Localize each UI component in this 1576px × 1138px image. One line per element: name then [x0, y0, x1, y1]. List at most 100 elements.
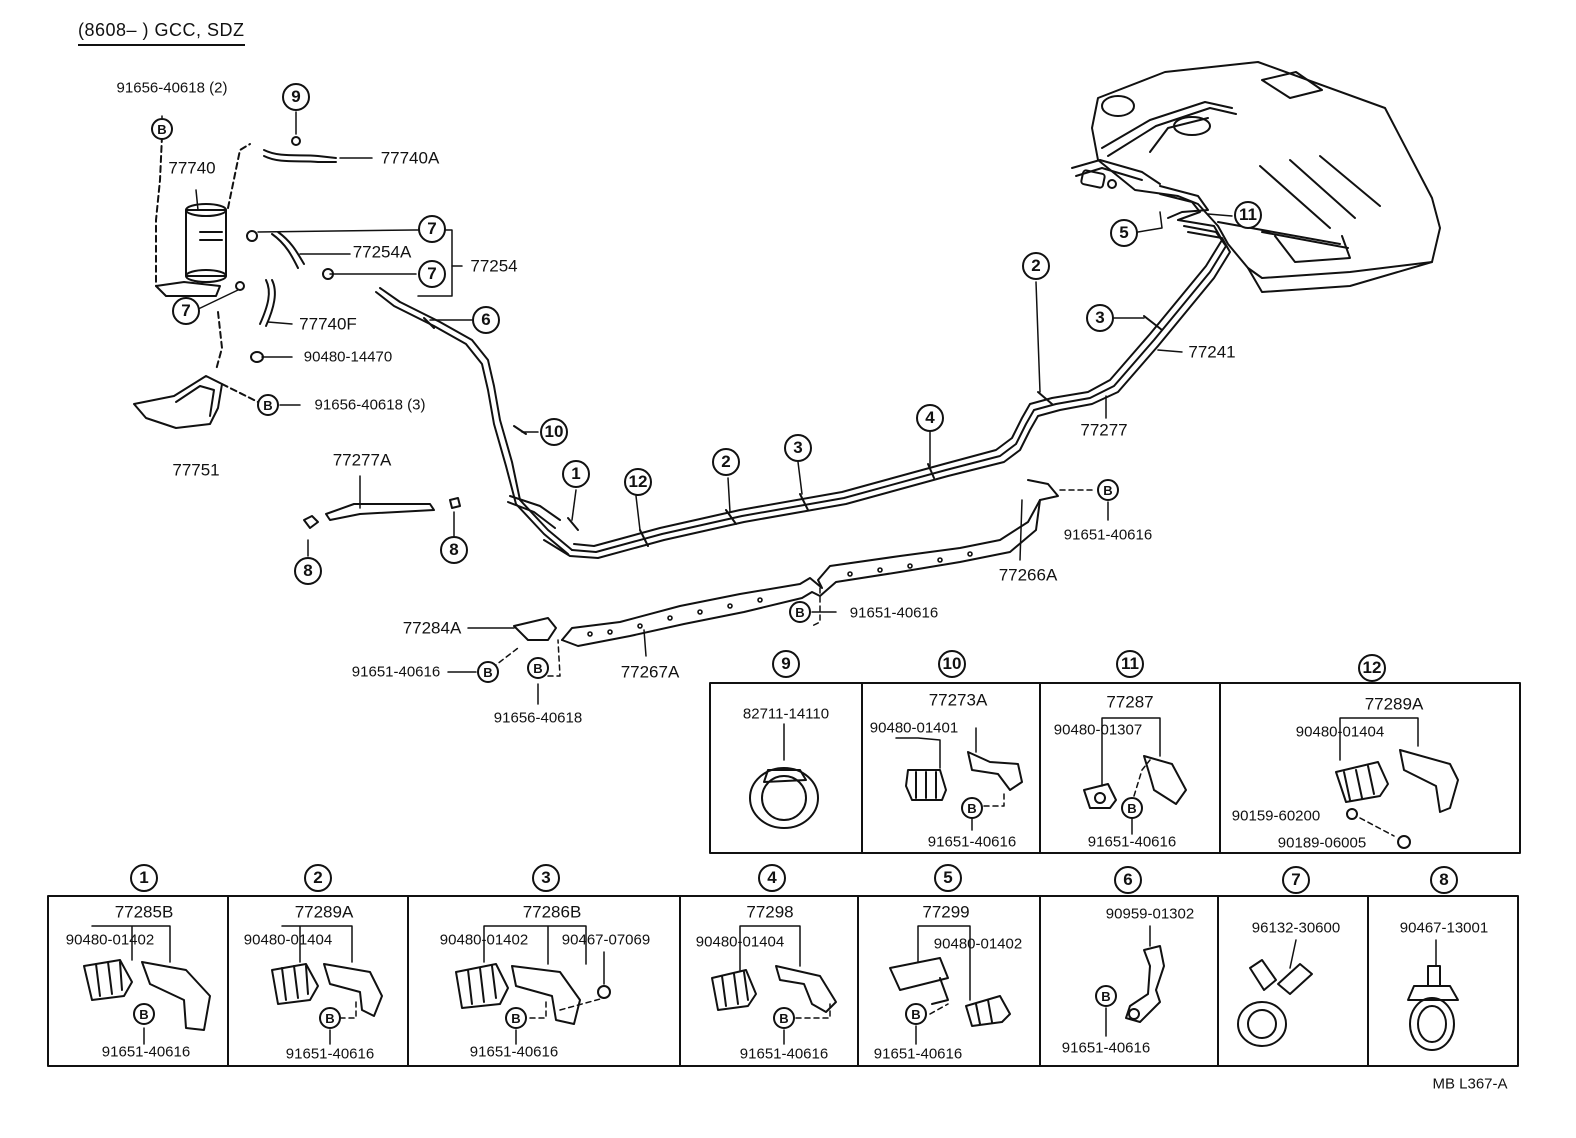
panel-callout-4: 4	[758, 864, 786, 892]
diagram-header: (8608– ) GCC, SDZ	[78, 20, 245, 46]
bolt-symbol: B	[1095, 985, 1117, 1007]
panel8-part: 90467-13001	[1399, 919, 1489, 937]
panel11-part: 90480-01307	[1053, 721, 1143, 739]
panel5-assy: 77299	[922, 902, 970, 922]
callout-7: 7	[418, 260, 446, 288]
callout-12: 12	[624, 468, 652, 496]
fuel-filter-assembly	[133, 135, 337, 429]
part-label: 77277	[1080, 420, 1128, 440]
callout-2: 2	[712, 448, 740, 476]
panel3-part: 90467-07069	[561, 931, 651, 949]
panel3-assy: 77286B	[522, 902, 582, 922]
part-label: 77277A	[332, 450, 392, 470]
panel7-part: 96132-30600	[1251, 919, 1341, 937]
bolt-symbol: B	[789, 601, 811, 623]
panel-callout-8: 8	[1430, 866, 1458, 894]
callout-7: 7	[418, 215, 446, 243]
panel12-part: 90480-01404	[1295, 723, 1385, 741]
callout-9: 9	[282, 83, 310, 111]
bracket-rails	[513, 479, 1059, 647]
part-label: 77254A	[352, 242, 412, 262]
part-label: 91651-40616	[1063, 526, 1153, 544]
panel1-part: 90480-01402	[65, 931, 155, 949]
panel6-clip-drawing	[1105, 925, 1165, 1037]
bolt-symbol: B	[773, 1007, 795, 1029]
panel-callout-11: 11	[1116, 650, 1144, 678]
part-label: 77751	[172, 460, 220, 480]
part-label: 77740A	[380, 148, 440, 168]
panel-callout-3: 3	[532, 864, 560, 892]
callout-1: 1	[562, 460, 590, 488]
part-label: 90480-14470	[303, 348, 393, 366]
panel8-clip-drawing	[1407, 939, 1459, 1051]
panel12-part: 90189-06005	[1277, 834, 1367, 852]
callout-3: 3	[1086, 304, 1114, 332]
detail-panel-frames	[47, 682, 1521, 1067]
bolt-symbol: B	[527, 657, 549, 679]
bolt-symbol: B	[961, 797, 983, 819]
main-fuel-lines	[375, 185, 1231, 559]
part-label: 77740F	[299, 314, 357, 334]
panel6-part: 91651-40616	[1061, 1039, 1151, 1057]
panel1-clip-drawing	[83, 925, 211, 1045]
bolt-symbol: B	[257, 394, 279, 416]
part-label: 77266A	[998, 565, 1058, 585]
callout-8: 8	[294, 557, 322, 585]
panel2-part: 91651-40616	[285, 1045, 375, 1063]
bolt-symbol: B	[133, 1003, 155, 1025]
part-label: 77740	[168, 158, 216, 178]
panel10-clip-drawing	[895, 727, 1023, 831]
panel3-part: 90480-01402	[439, 931, 529, 949]
part-label: 91656-40618 (3)	[314, 396, 426, 414]
callout-2: 2	[1022, 252, 1050, 280]
bolt-symbol: B	[905, 1003, 927, 1025]
callout-5: 5	[1110, 219, 1138, 247]
panel5-part: 91651-40616	[873, 1045, 963, 1063]
part-label: 91656-40618 (2)	[116, 79, 228, 97]
panel1-assy: 77285B	[114, 902, 174, 922]
callout-11: 11	[1234, 201, 1262, 229]
panel2-assy: 77289A	[294, 902, 354, 922]
callout-10: 10	[540, 418, 568, 446]
panel11-part: 91651-40616	[1087, 833, 1177, 851]
panel10-assy: 77273A	[928, 690, 988, 710]
diagram-reference-code: MB L367-A	[1432, 1075, 1508, 1093]
panel1-part: 91651-40616	[101, 1043, 191, 1061]
part-label: 77254	[470, 256, 518, 276]
callout-8: 8	[440, 536, 468, 564]
bolt-symbol: B	[1121, 797, 1143, 819]
panel9-clamp-drawing	[749, 723, 819, 829]
panel-callout-5: 5	[934, 864, 962, 892]
panel4-clip-drawing	[711, 925, 837, 1045]
panel7-clip-drawing	[1237, 939, 1313, 1047]
panel12-assy: 77289A	[1364, 694, 1424, 714]
part-label: 77284A	[402, 618, 462, 638]
panel11-assy: 77287	[1106, 692, 1154, 712]
panel12-clip-drawing	[1335, 717, 1459, 849]
hose-77277A-drawing	[303, 497, 461, 529]
panel5-clip-drawing	[889, 925, 1011, 1045]
panel4-part: 91651-40616	[739, 1045, 829, 1063]
panel2-clip-drawing	[271, 925, 383, 1045]
panel6-part: 90959-01302	[1105, 905, 1195, 923]
callout-6: 6	[472, 306, 500, 334]
fuel-tank-drawing	[1071, 61, 1441, 293]
panel-callout-7: 7	[1282, 866, 1310, 894]
panel4-part: 90480-01404	[695, 933, 785, 951]
panel-callout-2: 2	[304, 864, 332, 892]
callout-3: 3	[784, 434, 812, 462]
panel-callout-12: 12	[1358, 654, 1386, 682]
panel-callout-9: 9	[772, 650, 800, 678]
bolt-symbol: B	[319, 1007, 341, 1029]
panel5-part: 90480-01402	[933, 935, 1023, 953]
bolt-symbol: B	[505, 1007, 527, 1029]
panel-callout-6: 6	[1114, 866, 1142, 894]
bolt-symbol: B	[151, 118, 173, 140]
part-label: 91651-40616	[849, 604, 939, 622]
panel-callout-10: 10	[938, 650, 966, 678]
part-label: 77241	[1188, 342, 1236, 362]
bolt-symbol: B	[1097, 479, 1119, 501]
panel-callout-1: 1	[130, 864, 158, 892]
part-label: 91651-40616	[351, 663, 441, 681]
